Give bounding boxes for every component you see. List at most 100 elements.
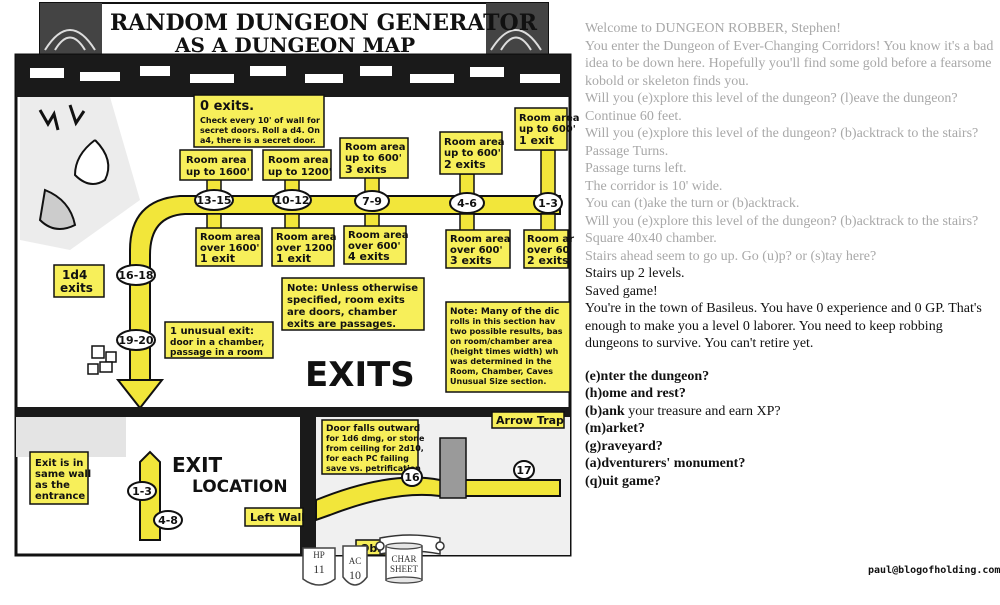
svg-text:(height times width) wh: (height times width) wh [450, 347, 559, 356]
svg-text:up to 600': up to 600' [444, 148, 501, 159]
svg-text:7-9: 7-9 [362, 195, 382, 208]
svg-text:17: 17 [516, 464, 531, 477]
log-line: Passage turns left. [585, 161, 687, 176]
svg-text:for 1d6 dmg, or stone: for 1d6 dmg, or stone [326, 434, 425, 443]
monster-sketch [20, 97, 140, 250]
svg-text:over 1200': over 1200' [276, 243, 335, 254]
svg-text:Room area: Room area [186, 155, 247, 166]
char-sheet-button[interactable]: CHAR SHEET [380, 540, 428, 592]
svg-text:1-3: 1-3 [132, 485, 152, 498]
menu-option-key: (m)arket? [585, 421, 645, 436]
exits-heading: EXITS [305, 355, 415, 395]
svg-text:Room area: Room area [444, 137, 505, 148]
svg-text:Room area: Room area [276, 232, 337, 243]
svg-text:16-18: 16-18 [118, 269, 153, 282]
log-line: Welcome to DUNGEON ROBBER, Stephen! [585, 21, 841, 36]
log-line: Continue 60 feet. [585, 108, 682, 124]
hp-label: HP [313, 550, 325, 560]
shield-icon [342, 545, 368, 586]
svg-text:Note: Unless otherwise: Note: Unless otherwise [287, 283, 418, 294]
svg-text:up to 1600': up to 1600' [186, 167, 250, 178]
svg-text:Room area: Room area [200, 232, 261, 243]
menu-option-key: (a)dventurers' monument? [585, 456, 746, 471]
log-line: Saved game! [585, 283, 658, 299]
svg-text:over 600': over 600' [348, 241, 401, 252]
svg-text:Room area: Room area [450, 234, 511, 245]
svg-text:specified, room exits: specified, room exits [287, 295, 405, 306]
svg-text:exits: exits [60, 281, 93, 295]
svg-text:on room/chamber area: on room/chamber area [450, 337, 552, 346]
svg-text:4 exits: 4 exits [348, 250, 390, 263]
menu-option-key: (b)ank [585, 403, 625, 419]
char-sheet-label-2: SHEET [390, 564, 418, 574]
svg-text:up to 600': up to 600' [345, 153, 402, 164]
menu-option[interactable]: (q)uit game? [585, 473, 995, 491]
svg-text:2 exits: 2 exits [527, 254, 569, 267]
hp-indicator[interactable]: HP 11 [300, 545, 338, 593]
ac-indicator[interactable]: AC 10 [340, 543, 370, 595]
log-line: Stairs up 2 levels. [585, 266, 685, 281]
svg-text:0 exits.: 0 exits. [200, 99, 254, 114]
log-line: Stairs ahead seem to go up. Go (u)p? or … [585, 248, 877, 264]
range-markers: 13-15 10-12 7-9 4-6 1-3 16-18 19-20 [116, 189, 563, 351]
svg-text:4-8: 4-8 [158, 514, 178, 527]
svg-text:entrance: entrance [35, 491, 85, 502]
svg-text:Room area: Room area [268, 155, 329, 166]
hp-value: 11 [313, 562, 325, 576]
svg-text:EXIT: EXIT [172, 453, 223, 477]
svg-text:same wall: same wall [35, 469, 91, 480]
svg-text:are doors, chamber: are doors, chamber [287, 307, 397, 318]
game-log: Welcome to DUNGEON ROBBER, Stephen! You e… [585, 20, 995, 490]
svg-text:1 exit: 1 exit [519, 134, 554, 147]
svg-text:over 600': over 600' [450, 245, 503, 256]
log-line: You enter the Dungeon of Ever-Changing C… [585, 38, 994, 89]
menu-option-key: (g)raveyard? [585, 438, 663, 454]
scroll-icon [385, 542, 423, 584]
trap-section: Door falls outward for 1d6 dmg, or stone… [315, 411, 570, 556]
menu-option[interactable]: (h)ome and rest? [585, 385, 995, 403]
menu-option-text: your treasure and earn XP? [624, 403, 781, 419]
log-line: Will you (e)xplore this level of the dun… [585, 213, 979, 229]
svg-text:10-12: 10-12 [274, 194, 309, 207]
menu-option[interactable]: (m)arket? [585, 420, 995, 438]
log-line: Will you (e)xplore this level of the dun… [585, 91, 958, 106]
svg-text:1 exit: 1 exit [200, 252, 235, 265]
menu-option[interactable]: (g)raveyard? [585, 438, 995, 456]
log-line: You're in the town of Basileus. You have… [585, 301, 982, 351]
svg-text:19-20: 19-20 [118, 334, 154, 347]
svg-text:2 exits: 2 exits [444, 158, 486, 171]
map-subtitle: AS A DUNGEON MAP [174, 33, 415, 57]
svg-text:1 exit: 1 exit [276, 252, 311, 265]
log-line: Square 40x40 chamber. [585, 231, 717, 246]
svg-text:Room ar: Room ar [527, 234, 574, 245]
svg-text:1 unusual exit:: 1 unusual exit: [170, 326, 254, 337]
svg-text:up to 600': up to 600' [519, 124, 576, 135]
svg-text:1-3: 1-3 [538, 197, 558, 210]
log-current: Stairs up 2 levels. Saved game! You're in … [585, 265, 995, 353]
svg-text:was determined in the: was determined in the [450, 357, 552, 366]
svg-text:from ceiling for 2d10,: from ceiling for 2d10, [326, 444, 424, 453]
svg-text:as the: as the [35, 480, 70, 491]
log-line: Passage Turns. [585, 143, 669, 159]
svg-text:Arrow Trap: Arrow Trap [496, 414, 564, 427]
char-sheet-label-1: CHAR [391, 554, 417, 564]
log-line: Will you (e)xplore this level of the dun… [585, 126, 979, 141]
svg-text:for each PC failing: for each PC failing [326, 454, 409, 463]
menu-option[interactable]: (a)dventurers' monument? [585, 455, 995, 473]
heart-shield-icon [302, 547, 336, 586]
author-credit: paul@blogofholding.com [868, 565, 1000, 576]
svg-text:save vs. petrification: save vs. petrification [326, 464, 421, 473]
svg-text:LOCATION: LOCATION [192, 477, 288, 497]
svg-text:16: 16 [404, 471, 420, 484]
menu-option[interactable]: (b)ank your treasure and earn XP? [585, 403, 995, 421]
svg-text:secret doors. Roll a d4. On: secret doors. Roll a d4. On [200, 126, 320, 135]
ac-value: 10 [349, 568, 361, 582]
svg-text:Room area: Room area [348, 230, 409, 241]
dungeon-map-art: RANDOM DUNGEON GENERATOR AS A DUNGEON MA… [14, 2, 580, 557]
exit-location-section: Exit is in same wall as the entrance 1-3… [16, 417, 305, 541]
dungeon-map: RANDOM DUNGEON GENERATOR AS A DUNGEON MA… [14, 2, 580, 557]
svg-text:Door falls outward: Door falls outward [326, 424, 420, 434]
map-title: RANDOM DUNGEON GENERATOR [110, 10, 538, 36]
menu-option-key: (q)uit game? [585, 473, 661, 489]
menu-option[interactable]: (e)nter the dungeon? [585, 368, 995, 386]
